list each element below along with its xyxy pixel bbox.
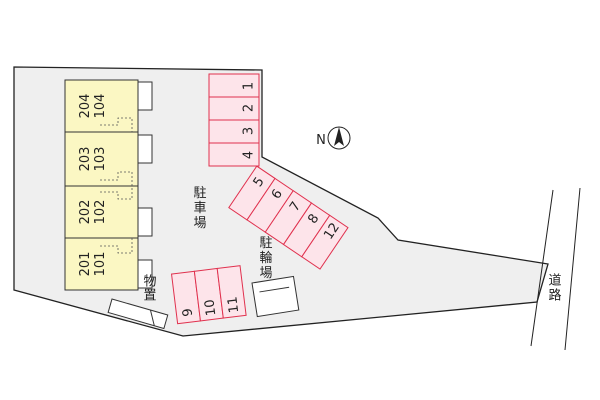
building-unit: 202 102: [64, 185, 153, 239]
parking-lower: 9 10 11: [170, 265, 247, 325]
building-block: 204 104 203 103 202 102 201 101: [64, 79, 153, 291]
parking-space: 2: [208, 96, 260, 121]
north-compass-icon: N: [316, 126, 351, 150]
parking-space-number: 2: [242, 104, 257, 112]
unit-number-upper: 204: [78, 94, 93, 119]
north-label: N: [316, 133, 326, 148]
parking-space: 12: [301, 214, 349, 270]
bicycle-parking-label: 駐輪場: [257, 236, 273, 281]
parking-space-number: 9: [180, 307, 196, 317]
storage-label: 物置: [141, 274, 157, 302]
parking-space-number: 10: [202, 298, 219, 316]
building-unit: 201 101: [64, 237, 153, 291]
parking-space: 6: [246, 177, 294, 233]
parking-space: 5: [228, 165, 276, 221]
road: [530, 187, 581, 351]
parking-space: 11: [216, 265, 247, 319]
unit-number-lower: 103: [93, 147, 108, 172]
parking-space: 1: [208, 73, 260, 98]
parking-space: 9: [170, 270, 202, 325]
unit-number-lower: 101: [93, 252, 108, 277]
parking-upper: 1 2 3 4: [208, 73, 260, 167]
road-label: 道路: [546, 273, 562, 303]
bicycle-parking-area: [251, 275, 300, 318]
parking-space-number: 3: [242, 127, 257, 135]
parking-diagonal: 5 6 7 8 12: [228, 165, 349, 270]
parking-label: 駐車場: [191, 186, 207, 231]
unit-number-upper: 202: [78, 200, 93, 225]
unit-number-lower: 102: [93, 200, 108, 225]
unit-number-upper: 201: [78, 252, 93, 277]
parking-space-number: 4: [242, 151, 257, 159]
parking-space-number: 1: [242, 82, 257, 90]
storage-shed: [107, 298, 169, 330]
parking-space-number: 11: [225, 296, 242, 314]
interior-dotted-lines: [100, 117, 133, 254]
parking-space: 7: [264, 190, 313, 246]
parking-space: 3: [208, 119, 260, 144]
unit-number-upper: 203: [78, 147, 93, 172]
unit-number-lower: 104: [93, 94, 108, 119]
parking-space: 4: [208, 142, 260, 167]
building-unit: 203 103: [64, 131, 153, 187]
